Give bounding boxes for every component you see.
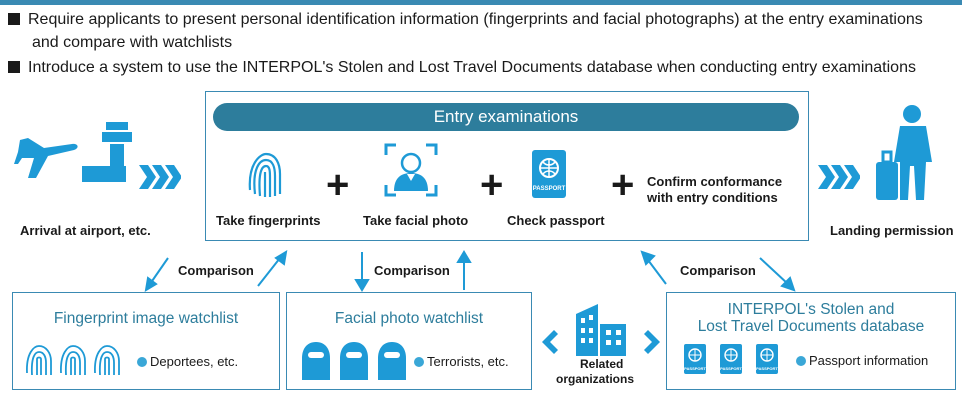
- related-line1: Related: [580, 357, 624, 371]
- bullet-1-text: Require applicants to present personal i…: [28, 11, 923, 28]
- bullet-square-icon: [8, 13, 20, 25]
- confirm-conformance-line1: Confirm conformance: [647, 174, 783, 189]
- deportees-note: Deportees, etc.: [137, 354, 238, 369]
- masked-persons-icon: [302, 342, 406, 380]
- comparison-arrows-left: [144, 250, 288, 292]
- plus-icon: +: [326, 163, 350, 207]
- buildings-icon: [576, 304, 626, 356]
- passport-icon: PASSPORT: [532, 150, 566, 198]
- plus-icon: +: [611, 163, 635, 207]
- comparison-label-interpol: Comparison: [680, 263, 756, 278]
- passport-information-note: Passport information: [796, 353, 928, 368]
- facial-watchlist-title: Facial photo watchlist: [334, 310, 484, 327]
- bullet-square-icon: [8, 61, 20, 73]
- bullet-2: Introduce a system to use the INTERPOL's…: [8, 58, 916, 78]
- traveler-luggage-icon: [876, 105, 932, 200]
- entry-examinations-title: Entry examinations: [213, 103, 799, 131]
- bullet-dot-icon: [796, 356, 806, 366]
- globe-icon: PASSPORT: [756, 348, 778, 371]
- comparison-label-fingerprint: Comparison: [178, 263, 254, 278]
- passport-icon: PASSPORT: [720, 344, 742, 374]
- passport-information-text: Passport information: [809, 353, 929, 368]
- comparison-arrows-middle: [354, 250, 472, 292]
- take-facial-photo-label: Take facial photo: [363, 213, 469, 228]
- fingerprint-watchlist-box: [12, 292, 280, 390]
- chevrons-right-icon: [139, 165, 181, 189]
- bullet-dot-icon: [137, 357, 147, 367]
- fingerprint-icon: [248, 152, 282, 197]
- check-passport-label: Check passport: [507, 213, 605, 228]
- deportees-text: Deportees, etc.: [150, 354, 239, 369]
- fingerprint-watchlist-title: Fingerprint image watchlist: [53, 310, 239, 327]
- comparison-arrows-right: [640, 250, 796, 292]
- chevron-left-icon: [542, 330, 558, 354]
- bullet-2-text: Introduce a system to use the INTERPOL's…: [28, 59, 916, 76]
- terrorists-note: Terrorists, etc.: [414, 354, 509, 369]
- top-accent-bar: [0, 0, 962, 5]
- chevron-right-icon: [644, 330, 660, 354]
- passport-icon: PASSPORT: [684, 344, 706, 374]
- chevrons-right-icon: [818, 165, 860, 189]
- passport-icon-text: PASSPORT: [720, 366, 742, 371]
- bullet-1: Require applicants to present personal i…: [8, 10, 923, 30]
- terrorists-text: Terrorists, etc.: [427, 354, 509, 369]
- comparison-label-facial: Comparison: [374, 263, 450, 278]
- related-line2: organizations: [556, 372, 635, 386]
- bullet-dot-icon: [414, 357, 424, 367]
- globe-icon: PASSPORT: [684, 348, 706, 371]
- interpol-database-box: [666, 292, 956, 390]
- landing-permission-label: Landing permission: [830, 223, 954, 238]
- facial-photo-icon: [384, 143, 438, 197]
- fingerprints-row-icon: [26, 345, 120, 376]
- passport-icon: PASSPORT: [756, 344, 778, 374]
- passport-icon-text: PASSPORT: [533, 186, 566, 192]
- arrival-label: Arrival at airport, etc.: [20, 223, 151, 238]
- passport-icon-text: PASSPORT: [684, 366, 706, 371]
- airplane-tower-icon: [14, 122, 132, 182]
- bullet-1-continued: and compare with watchlists: [32, 34, 233, 51]
- interpol-title-line1: INTERPOL's Stolen and: [727, 301, 895, 318]
- confirm-conformance-line2: with entry conditions: [647, 190, 778, 205]
- passport-icon-text: PASSPORT: [756, 366, 778, 371]
- globe-icon: PASSPORT: [720, 348, 742, 371]
- take-fingerprints-label: Take fingerprints: [216, 213, 321, 228]
- interpol-title-line2: Lost Travel Documents database: [697, 318, 925, 335]
- plus-icon: +: [480, 163, 504, 207]
